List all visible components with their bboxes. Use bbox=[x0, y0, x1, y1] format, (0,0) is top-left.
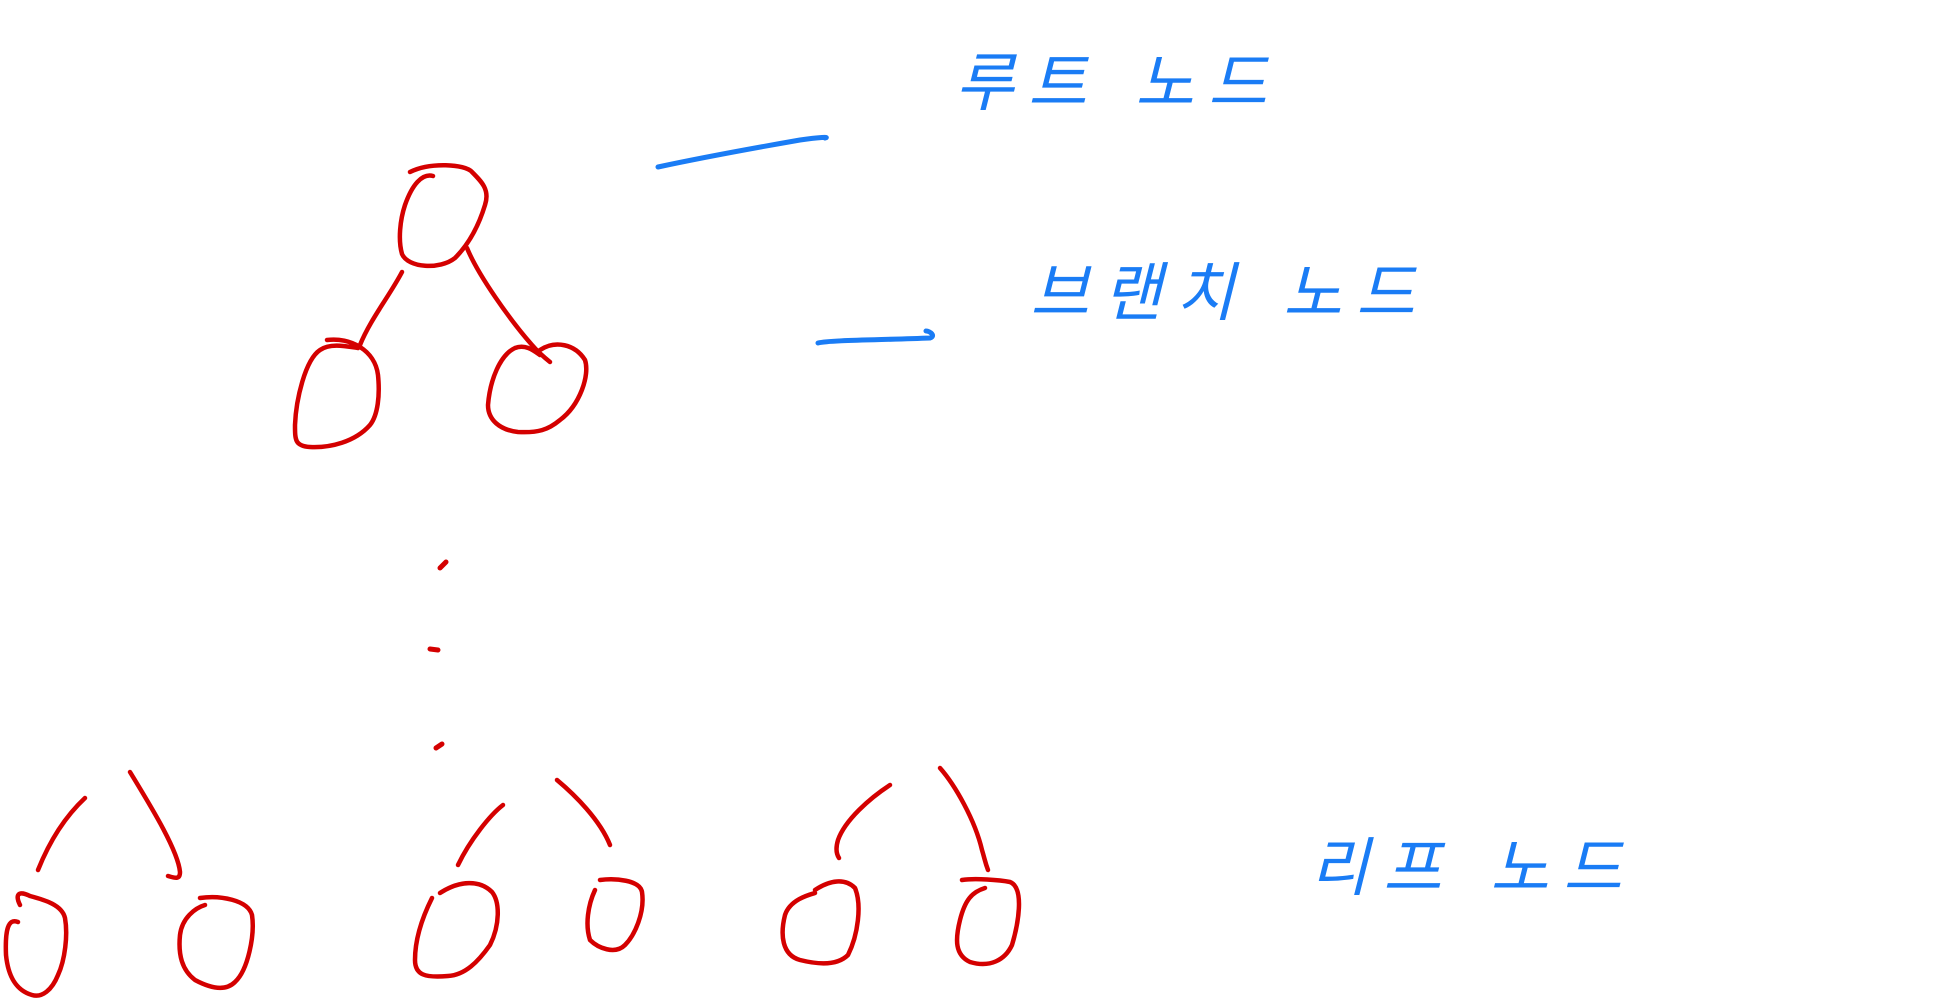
leaf-node-3 bbox=[412, 880, 500, 979]
leaf-node-1 bbox=[3, 891, 69, 998]
leaf-edge-3b bbox=[937, 765, 991, 873]
root-node-label: 루트 노드 bbox=[955, 47, 1281, 121]
leaf-node-label: 리프 노드 bbox=[1310, 832, 1636, 906]
branch-node-label: 브랜치 노드 bbox=[1030, 257, 1429, 331]
root-node bbox=[397, 163, 489, 269]
leaf-edge-1a bbox=[35, 795, 88, 873]
edge-root-left bbox=[357, 269, 405, 348]
annotations: 루트 노드 브랜치 노드 리프 노드 bbox=[655, 47, 1636, 906]
leaf-node-5 bbox=[780, 879, 861, 966]
leaf-node-2 bbox=[177, 894, 255, 991]
leaf-edge-1b bbox=[127, 769, 183, 880]
ellipsis-dot-2 bbox=[427, 646, 441, 653]
ellipsis-dot-1 bbox=[437, 559, 449, 571]
tree bbox=[3, 163, 1022, 998]
edge-root-right bbox=[464, 245, 553, 365]
leaf-edge-3a bbox=[834, 782, 893, 861]
ellipsis-dot-3 bbox=[433, 741, 445, 751]
leaf-node-4 bbox=[585, 877, 645, 953]
leaf-edge-2b bbox=[554, 777, 613, 848]
branch-pointer-line bbox=[815, 328, 935, 346]
leaf-node-6 bbox=[954, 876, 1022, 967]
branch-node-right bbox=[485, 342, 589, 435]
root-pointer-line bbox=[655, 134, 829, 170]
branch-node-left bbox=[292, 337, 381, 450]
leaf-edge-2a bbox=[455, 802, 506, 868]
